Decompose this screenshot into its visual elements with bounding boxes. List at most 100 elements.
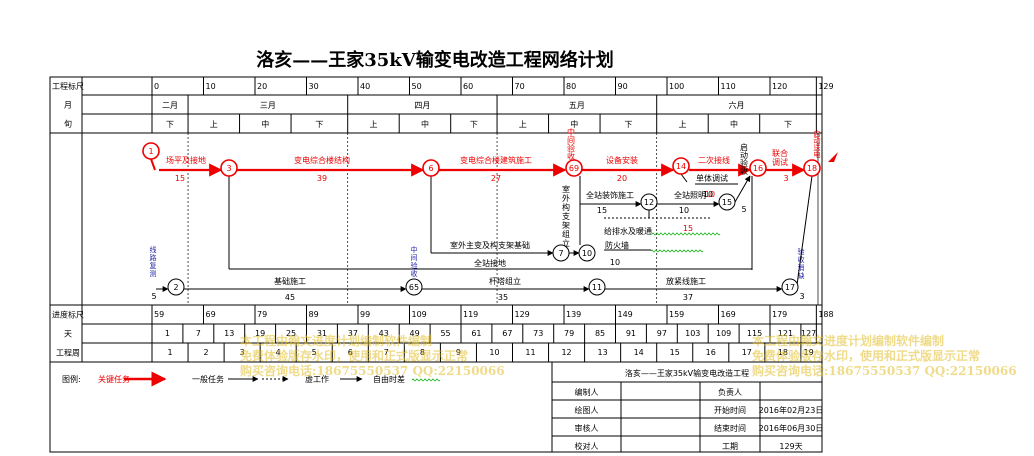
ruler-tick-label: 90 bbox=[618, 82, 628, 91]
node-number: 18 bbox=[807, 164, 817, 173]
task-duration: 10 bbox=[679, 206, 689, 215]
node-circle bbox=[552, 244, 570, 262]
task-label: 单体调试 bbox=[696, 173, 728, 183]
day-label: 1 bbox=[165, 329, 170, 338]
task-label: 变电综合楼建筑施工 bbox=[460, 155, 532, 165]
node-11: 11 bbox=[588, 278, 606, 296]
progress-tick-label: 69 bbox=[206, 310, 216, 319]
progress-tick-label: 79 bbox=[257, 310, 267, 319]
day-label: 13 bbox=[224, 329, 234, 338]
task-label: 给排水及暖通 bbox=[604, 226, 652, 236]
xun-label: 下 bbox=[470, 120, 478, 129]
day-label: 31 bbox=[317, 329, 327, 338]
free-float bbox=[651, 232, 721, 236]
node-15: 15 bbox=[718, 193, 736, 211]
label-char: 间 bbox=[411, 254, 418, 262]
node-10: 10 bbox=[578, 244, 596, 262]
task-duration: 3 bbox=[799, 292, 804, 301]
task-duration: 39 bbox=[317, 174, 327, 183]
task-duration: 5 bbox=[151, 292, 156, 301]
day-label: 103 bbox=[685, 329, 700, 338]
label-char: 收 bbox=[411, 269, 418, 278]
node-number: 17 bbox=[785, 283, 795, 292]
node-circle bbox=[803, 159, 821, 177]
week-label: 9 bbox=[456, 348, 461, 357]
ruler-tick-label: 70 bbox=[515, 82, 525, 91]
day-label: 121 bbox=[778, 329, 793, 338]
task-label: 放紧线施工 bbox=[666, 276, 706, 286]
task-duration: 45 bbox=[285, 293, 295, 302]
month-label: 四月 bbox=[414, 101, 430, 110]
node-number: 11 bbox=[592, 283, 602, 292]
week-label: 12 bbox=[561, 348, 571, 357]
node-circle bbox=[588, 278, 606, 296]
info-value: 2016年06月30日 bbox=[759, 423, 824, 433]
row-label: 天 bbox=[64, 330, 72, 339]
task-label: 室外主变及构支架基础 bbox=[450, 240, 530, 250]
xun-label: 中 bbox=[421, 119, 429, 129]
ruler-tick-label: 80 bbox=[566, 82, 576, 91]
week-label: 4 bbox=[276, 348, 281, 357]
day-label: 79 bbox=[564, 329, 574, 338]
week-label: 16 bbox=[706, 348, 716, 357]
node-12: 12 bbox=[640, 193, 658, 211]
ruler-tick-label: 120 bbox=[772, 82, 787, 91]
label-char: 外 bbox=[562, 193, 570, 203]
node-circle bbox=[142, 142, 160, 160]
label-char: 收 bbox=[740, 166, 748, 176]
xun-label: 下 bbox=[784, 120, 792, 129]
progress-tick-label: 139 bbox=[566, 310, 581, 319]
task-label: 场平及接地 bbox=[166, 155, 206, 165]
info-value: 2016年02月23日 bbox=[759, 405, 824, 415]
month-label: 五月 bbox=[569, 101, 585, 110]
info-label: 工期 bbox=[722, 442, 738, 451]
info-label: 校对人 bbox=[575, 441, 599, 451]
week-label: 8 bbox=[420, 348, 425, 357]
day-label: 49 bbox=[410, 329, 420, 338]
label-char: 间 bbox=[567, 136, 575, 145]
week-label: 11 bbox=[525, 348, 535, 357]
node-circle bbox=[220, 159, 238, 177]
task-duration: 15 bbox=[175, 174, 185, 183]
week-label: 2 bbox=[204, 348, 209, 357]
free-float bbox=[650, 249, 704, 253]
info-label: 审核人 bbox=[575, 423, 599, 433]
node-circle bbox=[781, 278, 799, 296]
node-number: 10 bbox=[582, 249, 592, 258]
node-number: 14 bbox=[676, 162, 686, 171]
task-duration: 5 bbox=[741, 205, 746, 214]
node-number: 65 bbox=[409, 283, 419, 292]
row-label: 工程周 bbox=[56, 349, 80, 358]
node-circle bbox=[422, 159, 440, 177]
progress-tick-label: 169 bbox=[721, 310, 736, 319]
task-duration: 37 bbox=[683, 293, 693, 302]
ruler-tick-label: 110 bbox=[721, 82, 736, 91]
label-char: 验 bbox=[740, 158, 748, 168]
label-char: 构 bbox=[562, 202, 570, 212]
activity-arrow bbox=[680, 173, 688, 183]
week-label: 15 bbox=[670, 348, 680, 357]
ruler-tick-label: 129 bbox=[818, 82, 833, 91]
day-label: 37 bbox=[348, 329, 358, 338]
label-char: 复 bbox=[150, 261, 157, 270]
info-label: 开始时间 bbox=[714, 405, 746, 415]
xun-label: 上 bbox=[519, 120, 527, 129]
day-label: 115 bbox=[747, 329, 762, 338]
week-label: 14 bbox=[634, 348, 644, 357]
ruler-tick-label: 50 bbox=[412, 82, 422, 91]
week-label: 17 bbox=[742, 348, 752, 357]
progress-tick-label: 99 bbox=[360, 310, 370, 319]
task-label: 基础施工 bbox=[274, 276, 306, 286]
week-label: 6 bbox=[348, 348, 353, 357]
week-label: 10 bbox=[489, 348, 499, 357]
day-label: 55 bbox=[440, 329, 450, 338]
node-18: 18 bbox=[803, 159, 821, 177]
node-number: 12 bbox=[644, 198, 654, 207]
label-char: 支 bbox=[562, 211, 570, 221]
info-label: 结束时间 bbox=[714, 423, 746, 433]
task-label: 联合 bbox=[772, 148, 788, 158]
label-char: 启 bbox=[740, 142, 748, 152]
